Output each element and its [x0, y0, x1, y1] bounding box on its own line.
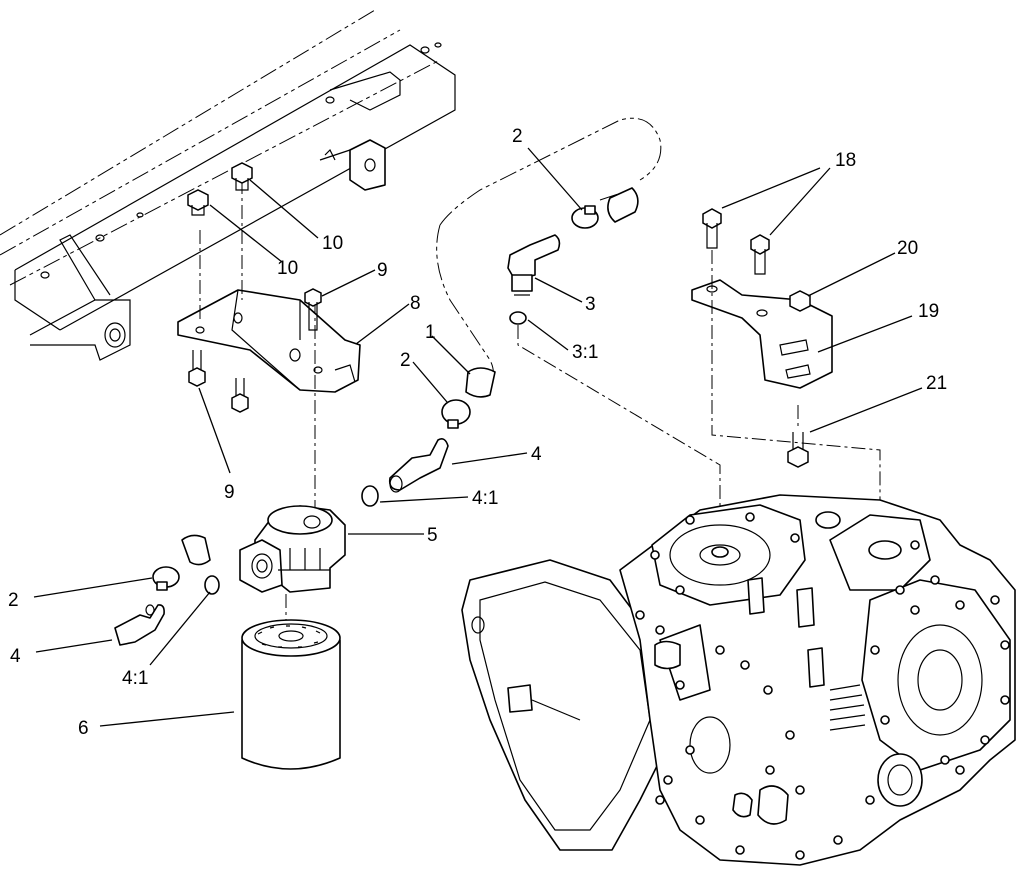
bolt-21: [787, 432, 809, 468]
frame-rail: [0, 9, 456, 361]
callout-1: 1: [425, 322, 436, 343]
leader-lines: [33, 147, 923, 727]
bolt-9-left: [188, 350, 206, 387]
o-ring-3-1: [509, 311, 527, 325]
callout-10-upper: 10: [322, 233, 343, 254]
hose-end-left: [181, 534, 211, 566]
bolt-9-right: [231, 378, 249, 413]
callout-6: 6: [78, 718, 89, 739]
filter-head-5: [239, 505, 346, 593]
callout-9-top: 9: [377, 260, 388, 281]
clamp-2-left: [152, 566, 180, 591]
callout-10-lower: 10: [277, 258, 298, 279]
callout-8: 8: [410, 293, 421, 314]
callout-2-mid: 2: [400, 350, 411, 371]
o-ring-4-1-right: [361, 485, 379, 507]
callout-4-1-right: 4:1: [472, 488, 498, 509]
bolt-10-upper: [231, 162, 253, 191]
bolt-9-top: [304, 288, 322, 331]
callout-18: 18: [835, 150, 856, 171]
callout-4-left: 4: [10, 646, 21, 667]
callout-21: 21: [926, 373, 947, 394]
bolt-10-lower: [187, 189, 209, 216]
transmission-assembly: [461, 494, 1016, 866]
hose-end-1: [465, 367, 496, 398]
oil-filter-6: [241, 619, 341, 770]
callout-5: 5: [427, 525, 438, 546]
fitting-4-left: [114, 604, 165, 646]
mounting-bracket: [177, 289, 361, 393]
callout-9-bottom: 9: [224, 482, 235, 503]
callout-4-right: 4: [531, 444, 542, 465]
elbow-fitting-3: [507, 234, 561, 296]
clamp-2-mid: [441, 399, 471, 429]
nut-20: [789, 290, 811, 312]
callout-3-1: 3:1: [572, 342, 598, 363]
callout-2-left: 2: [8, 590, 19, 611]
clamp-2-top: [571, 205, 599, 229]
callout-labels: 1 2 2 2 3 3:1 4 4 4:1 4:1 5 6 8 9 9 10 1…: [8, 126, 947, 739]
callout-19: 19: [918, 301, 939, 322]
callout-4-1-left: 4:1: [122, 668, 148, 689]
fitting-4-right: [388, 438, 449, 493]
bolts-18: [702, 208, 770, 275]
bracket-19: [691, 279, 833, 389]
hose-stub-top: [607, 187, 639, 223]
callout-20: 20: [897, 238, 918, 259]
callout-2-top: 2: [512, 126, 523, 147]
callout-3: 3: [585, 294, 596, 315]
o-ring-4-1-left: [204, 575, 220, 595]
